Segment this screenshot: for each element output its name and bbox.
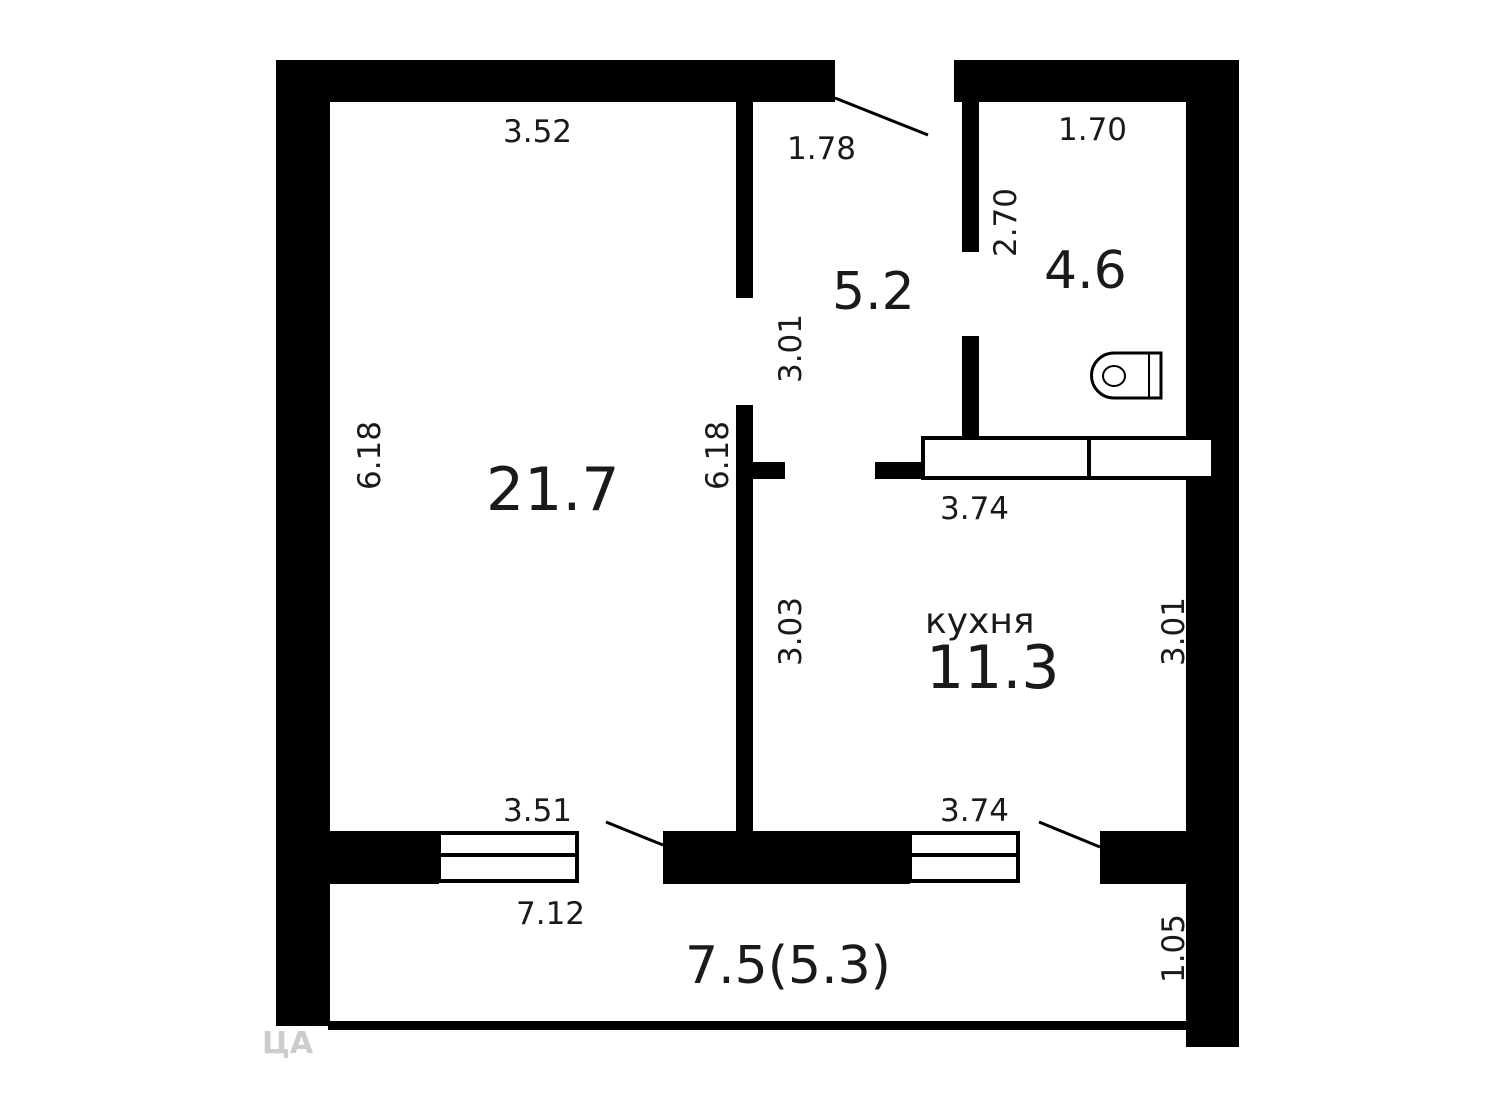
dim-balcony-top: 7.12 bbox=[516, 896, 586, 932]
dim-living-top: 3.52 bbox=[503, 114, 573, 150]
balcony-wall-right bbox=[1100, 831, 1188, 884]
outer-wall-top-left bbox=[276, 60, 835, 102]
watermark: ЦА bbox=[262, 1026, 314, 1061]
wall-bath-lower bbox=[962, 336, 979, 439]
bath-kitchen-partition-right bbox=[1087, 436, 1215, 480]
dim-hall-top: 1.78 bbox=[787, 131, 857, 167]
wall-bath-upper bbox=[962, 100, 979, 252]
balcony-rail bbox=[328, 1021, 1188, 1030]
dim-living-right: 6.18 bbox=[700, 420, 737, 491]
dim-kitchen-left: 3.03 bbox=[773, 596, 810, 667]
wall-living-kitchen bbox=[736, 405, 753, 832]
wall-stub-right bbox=[875, 462, 925, 479]
dim-kitchen-right: 3.01 bbox=[1156, 596, 1193, 667]
dim-bath-top: 1.70 bbox=[1058, 112, 1128, 148]
balcony-area: 7.5(5.3) bbox=[685, 936, 891, 996]
kitchen-area: 11.3 bbox=[926, 633, 1060, 703]
bathroom-area: 4.6 bbox=[1044, 241, 1127, 301]
hall-area: 5.2 bbox=[832, 262, 915, 322]
living-balcony-door bbox=[605, 820, 664, 847]
dim-kitchen-bottom: 3.74 bbox=[940, 793, 1010, 829]
balcony-wall-left bbox=[328, 831, 439, 884]
bath-kitchen-partition-left bbox=[921, 436, 1091, 480]
dim-hall-left: 3.01 bbox=[773, 313, 810, 384]
toilet-icon bbox=[1090, 351, 1163, 400]
wall-living-hall-upper bbox=[736, 100, 753, 298]
entrance-door bbox=[834, 96, 929, 137]
outer-wall-left bbox=[276, 60, 330, 1026]
kitchen-balcony-door bbox=[1038, 820, 1101, 849]
balcony-wall-mid bbox=[663, 831, 910, 884]
living-window bbox=[437, 831, 579, 883]
dim-bath-left: 2.70 bbox=[988, 187, 1025, 258]
dim-kitchen-top: 3.74 bbox=[940, 491, 1010, 527]
kitchen-window bbox=[908, 831, 1020, 883]
living-room-area: 21.7 bbox=[486, 455, 620, 525]
outer-wall-right bbox=[1186, 60, 1239, 1047]
dim-living-left: 6.18 bbox=[352, 420, 389, 491]
kitchen-name: кухня bbox=[925, 601, 1035, 642]
wall-stub-left bbox=[736, 462, 785, 479]
dim-balcony-right: 1.05 bbox=[1156, 913, 1193, 984]
dim-living-bottom: 3.51 bbox=[503, 793, 573, 829]
